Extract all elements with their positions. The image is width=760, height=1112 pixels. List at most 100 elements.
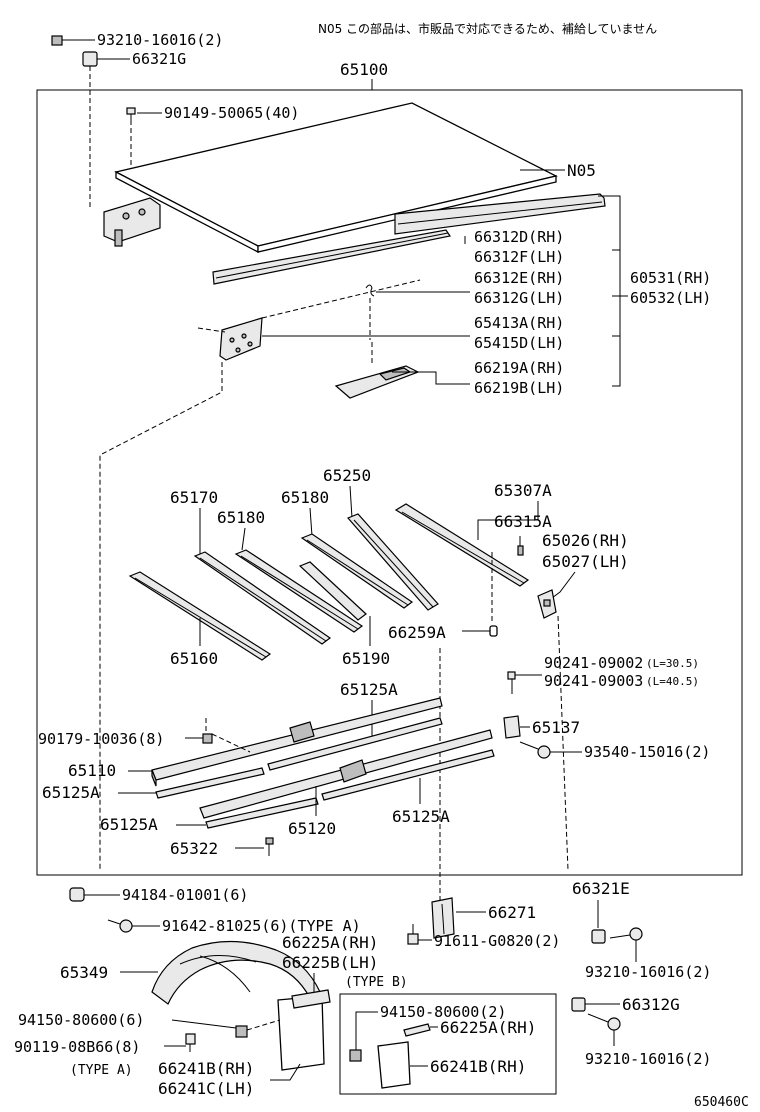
sill-65125a-left [155, 767, 265, 799]
label-66219a: 66219A(RH) [474, 359, 564, 377]
label-66312g: 66312G [622, 995, 680, 1014]
label-90241-09002: 90241-09002 [544, 654, 643, 672]
label-66312e: 66312E(RH) [474, 269, 564, 287]
label-91642: 91642-81025(6)(TYPE A) [162, 917, 361, 935]
label-66312g-lh: 66312G(LH) [474, 289, 564, 307]
label-65125a-left: 65125A [42, 783, 100, 802]
label-90149: 90149-50065(40) [164, 104, 299, 122]
sill-65125a-bottom [205, 797, 319, 829]
label-n05: N05 [567, 161, 596, 180]
nut-66321e [591, 929, 606, 944]
label-66321g: 66321G [132, 50, 186, 68]
label-66241c: 66241C(LH) [158, 1079, 254, 1098]
label-65170: 65170 [170, 488, 218, 507]
label-65415d: 65415D(LH) [474, 334, 564, 352]
label-93540: 93540-15016(2) [584, 743, 710, 761]
pin-65322 [265, 837, 274, 856]
nut-66312g [571, 997, 586, 1012]
label-type-b: (TYPE B) [345, 975, 408, 990]
sill-65110 [151, 697, 443, 787]
label-65125a-right: 65125A [392, 807, 450, 826]
label-65125a-bottom: 65125A [100, 815, 158, 834]
label-66225b-lh: 66225B(LH) [282, 953, 378, 972]
crossmember-65180-b [300, 533, 414, 609]
label-type-a: (TYPE A) [70, 1063, 133, 1078]
nut-66321g [82, 51, 98, 67]
label-66225a-rh: 66225A(RH) [282, 933, 378, 952]
screw-90149 [126, 107, 136, 120]
label-94150-2: 94150-80600(2) [380, 1003, 506, 1021]
bracket-66225a-b [403, 1023, 431, 1037]
cap-66259a [489, 625, 498, 637]
mudflap-66241b-type-a [277, 989, 331, 1071]
label-66315a: 66315A [494, 512, 552, 531]
label-66241b-a: 66241B(RH) [158, 1059, 254, 1078]
header-note: N05 この部品は、市販品で対応できるため、補給していません [318, 21, 657, 36]
crossmember-65307a [394, 503, 530, 587]
bolt-93210-bot [587, 1013, 621, 1031]
pin-66315a [517, 536, 524, 556]
bolt-91611 [407, 924, 419, 945]
label-65125a-top: 65125A [340, 680, 398, 699]
label-66321e: 66321E [572, 879, 630, 898]
label-66271: 66271 [488, 903, 536, 922]
label-90241-09003: 90241-09003 [544, 672, 643, 690]
hinge-bracket-left [103, 197, 161, 247]
assembly-frame [36, 89, 743, 876]
side-rail-66312e [212, 229, 451, 285]
label-91611: 91611-G0820(2) [434, 932, 560, 950]
label-94184: 94184-01001(6) [122, 886, 248, 904]
sill-65120 [199, 729, 493, 819]
bracket-65026 [537, 589, 557, 619]
label-66312f: 66312F(LH) [474, 248, 564, 266]
plate-65413a [219, 317, 263, 361]
label-65110: 65110 [68, 761, 116, 780]
bracket-65137 [503, 715, 521, 739]
assembly-number: 65100 [340, 60, 388, 79]
label-65120: 65120 [288, 819, 336, 838]
bolt-93210-mid [609, 927, 643, 941]
label-60531: 60531(RH) [630, 269, 711, 287]
label-66219b: 66219B(LH) [474, 379, 564, 397]
label-65027: 65027(LH) [542, 552, 629, 571]
label-65307a: 65307A [494, 481, 552, 500]
sill-65125a-upper [267, 717, 443, 771]
label-94150-6: 94150-80600(6) [18, 1011, 144, 1029]
label-65180-a: 65180 [217, 508, 265, 527]
side-rail-66312d [394, 193, 606, 235]
label-65413a: 65413A(RH) [474, 314, 564, 332]
bolt-93210-top [51, 35, 70, 46]
label-60532: 60532(LH) [630, 289, 711, 307]
bolt-91642 [107, 919, 133, 933]
label-65190: 65190 [342, 649, 390, 668]
label-90119: 90119-08B66(8) [14, 1038, 140, 1056]
nut-94150-a [235, 1025, 248, 1038]
mudflap-66241b-type-b [377, 1041, 411, 1089]
label-93210-16016-mid: 93210-16016(2) [585, 963, 711, 981]
type-b-frame [339, 993, 557, 1095]
nut-90179 [202, 733, 213, 744]
label-65137: 65137 [532, 718, 580, 737]
nut-94150-b [349, 1049, 362, 1062]
label-66259a: 66259A [388, 623, 446, 642]
crossmember-65160 [128, 571, 272, 661]
bracket-66219a [334, 365, 420, 399]
label-65160: 65160 [170, 649, 218, 668]
label-65349: 65349 [60, 963, 108, 982]
crossmember-65170 [193, 551, 332, 645]
label-90241-09003-len: (L=40.5) [646, 675, 699, 688]
label-66312d: 66312D(RH) [474, 228, 564, 246]
label-90241-09002-len: (L=30.5) [646, 657, 699, 670]
label-65180-b: 65180 [281, 488, 329, 507]
figure-code: 650460C [694, 1095, 749, 1110]
label-66241b-b: 66241B(RH) [430, 1057, 526, 1076]
label-65250: 65250 [323, 466, 371, 485]
bolt-90119 [185, 1033, 196, 1052]
label-93210-16016-bot: 93210-16016(2) [585, 1050, 711, 1068]
label-90179: 90179-10036(8) [38, 730, 164, 748]
crossmember-65190 [298, 561, 367, 621]
label-65026: 65026(RH) [542, 531, 629, 550]
sill-65125a-right [321, 749, 495, 801]
bracket-66271 [431, 897, 455, 939]
